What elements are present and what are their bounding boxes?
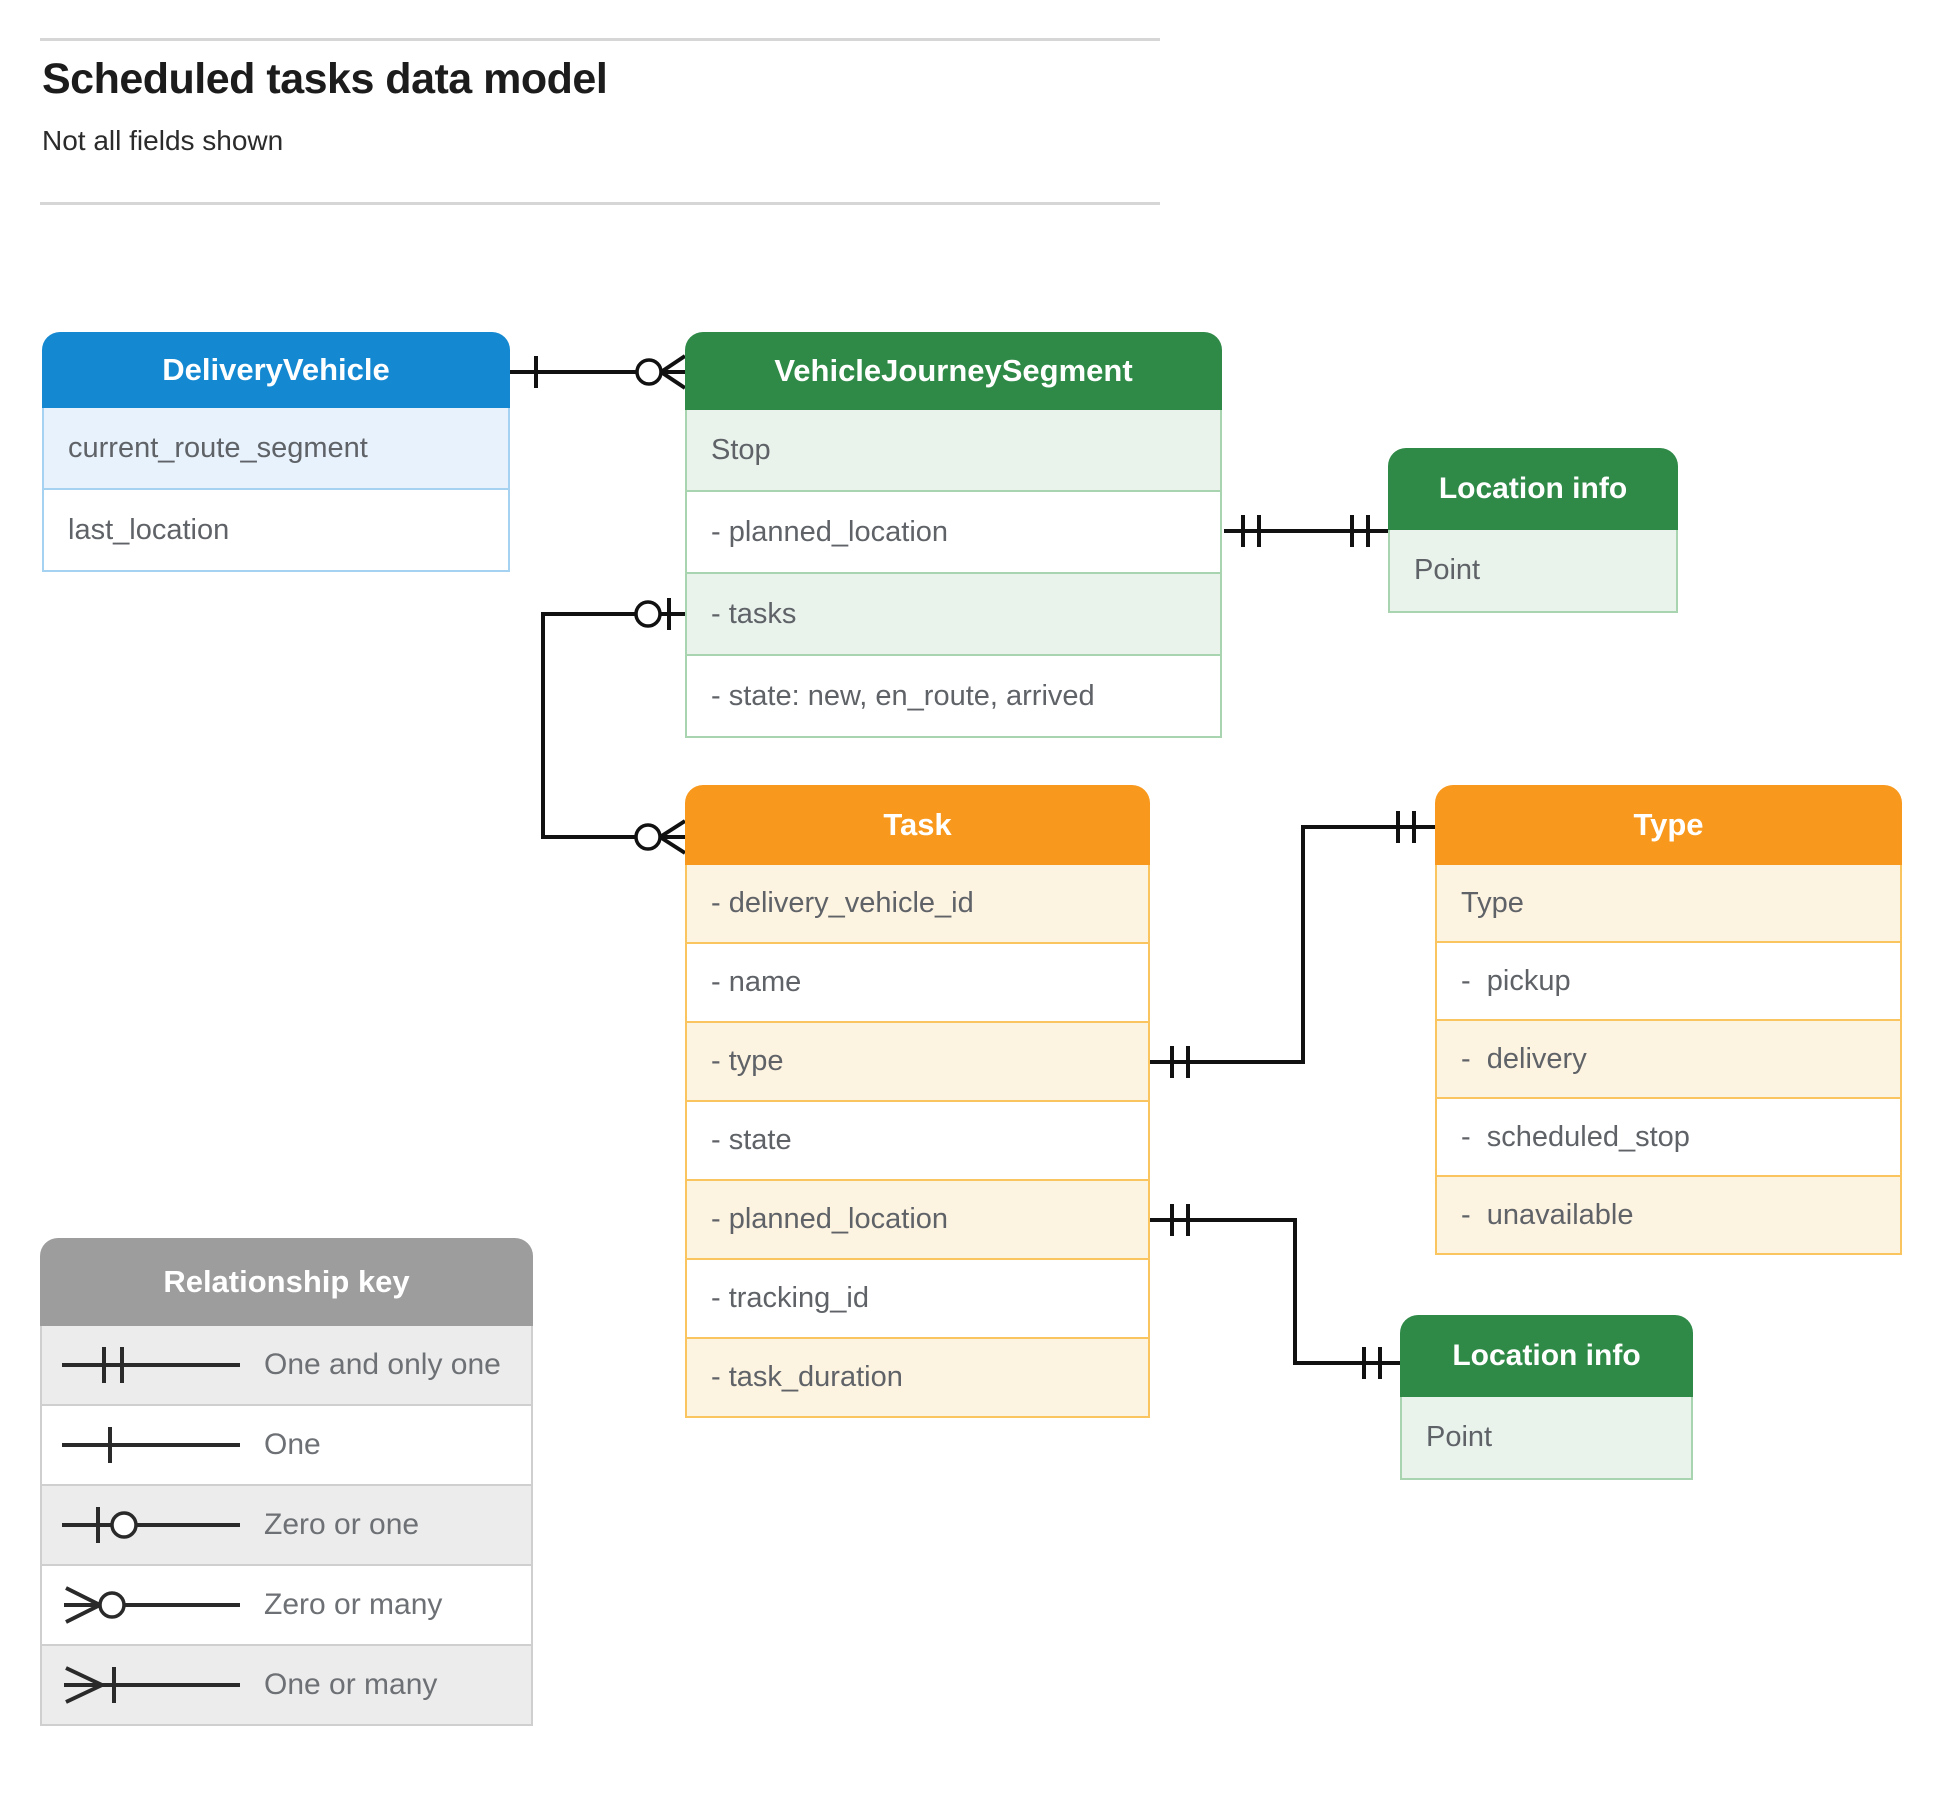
field-name: - name xyxy=(685,944,1150,1023)
field-tracking-id: - tracking_id xyxy=(685,1260,1150,1339)
page-title: Scheduled tasks data model xyxy=(42,55,608,103)
field-point: Point xyxy=(1400,1397,1693,1480)
zero-icon xyxy=(634,823,662,851)
field-pickup: - pickup xyxy=(1435,943,1902,1021)
field-point: Point xyxy=(1388,530,1678,613)
field-state: - state xyxy=(685,1102,1150,1181)
legend-item-one: One xyxy=(40,1406,533,1486)
legend-item-zero-or-one: Zero or one xyxy=(40,1486,533,1566)
field-current-route-segment: current_route_segment xyxy=(42,408,510,490)
one-icon xyxy=(56,1413,246,1477)
field-scheduled-stop: - scheduled_stop xyxy=(1435,1099,1902,1177)
field-type: - type xyxy=(685,1023,1150,1102)
connector-task-type xyxy=(1150,811,1435,1078)
field-delivery-vehicle-id: - delivery_vehicle_id xyxy=(685,865,1150,944)
legend-title: Relationship key xyxy=(40,1238,533,1326)
field-planned-location: - planned_location xyxy=(685,492,1222,574)
legend-label: Zero or many xyxy=(264,1588,443,1621)
entity-location-info-top: Location info Point xyxy=(1388,448,1678,613)
zero-icon xyxy=(634,600,662,628)
entity-location-info-bottom: Location info Point xyxy=(1400,1315,1693,1480)
field-tasks: - tasks xyxy=(685,574,1222,656)
field-planned-location: - planned_location xyxy=(685,1181,1150,1260)
entity-task: Task - delivery_vehicle_id - name - type… xyxy=(685,785,1150,1418)
entity-type-title: Type xyxy=(1435,785,1902,865)
entity-vehicle-journey-segment: VehicleJourneySegment Stop - planned_loc… xyxy=(685,332,1222,738)
legend-item-one-or-many: One or many xyxy=(40,1646,533,1726)
connector-vjs-task xyxy=(541,598,687,855)
zero-or-one-icon xyxy=(56,1493,246,1557)
entity-location-info-bottom-title: Location info xyxy=(1400,1315,1693,1397)
many-crowfoot-icon xyxy=(659,354,687,390)
entity-type: Type Type - pickup - delivery - schedule… xyxy=(1435,785,1902,1255)
field-task-duration: - task_duration xyxy=(685,1339,1150,1418)
entity-delivery-vehicle-title: DeliveryVehicle xyxy=(42,332,510,408)
legend-label: One xyxy=(264,1428,321,1461)
page-subtitle: Not all fields shown xyxy=(42,125,284,156)
one-and-only-one-icon xyxy=(56,1333,246,1397)
divider-line-top xyxy=(40,38,1160,41)
connector-vjs-locationinfo-top xyxy=(1224,515,1388,547)
field-last-location: last_location xyxy=(42,490,510,572)
field-stop: Stop xyxy=(685,410,1222,492)
divider-line-bottom xyxy=(40,202,1160,205)
field-delivery: - delivery xyxy=(1435,1021,1902,1099)
field-unavailable: - unavailable xyxy=(1435,1177,1902,1255)
entity-vehicle-journey-segment-title: VehicleJourneySegment xyxy=(685,332,1222,410)
connector-deliveryvehicle-vehiclejourneysegment xyxy=(510,354,687,390)
entity-delivery-vehicle: DeliveryVehicle current_route_segment la… xyxy=(42,332,510,572)
relationship-key-legend: Relationship key One and only one One xyxy=(40,1238,533,1726)
zero-icon xyxy=(635,358,663,386)
connector-task-locationinfo-bottom xyxy=(1150,1204,1400,1379)
entity-location-info-top-title: Location info xyxy=(1388,448,1678,530)
field-type-header: Type xyxy=(1435,865,1902,943)
legend-item-zero-or-many: Zero or many xyxy=(40,1566,533,1646)
legend-item-one-and-only-one: One and only one xyxy=(40,1326,533,1406)
entity-task-title: Task xyxy=(685,785,1150,865)
legend-label: Zero or one xyxy=(264,1508,420,1541)
field-state: - state: new, en_route, arrived xyxy=(685,656,1222,738)
legend-label: One and only one xyxy=(264,1348,501,1381)
legend-label: One or many xyxy=(264,1668,438,1701)
many-crowfoot-icon xyxy=(658,819,687,855)
one-or-many-icon xyxy=(56,1653,246,1717)
zero-or-many-icon xyxy=(56,1573,246,1637)
